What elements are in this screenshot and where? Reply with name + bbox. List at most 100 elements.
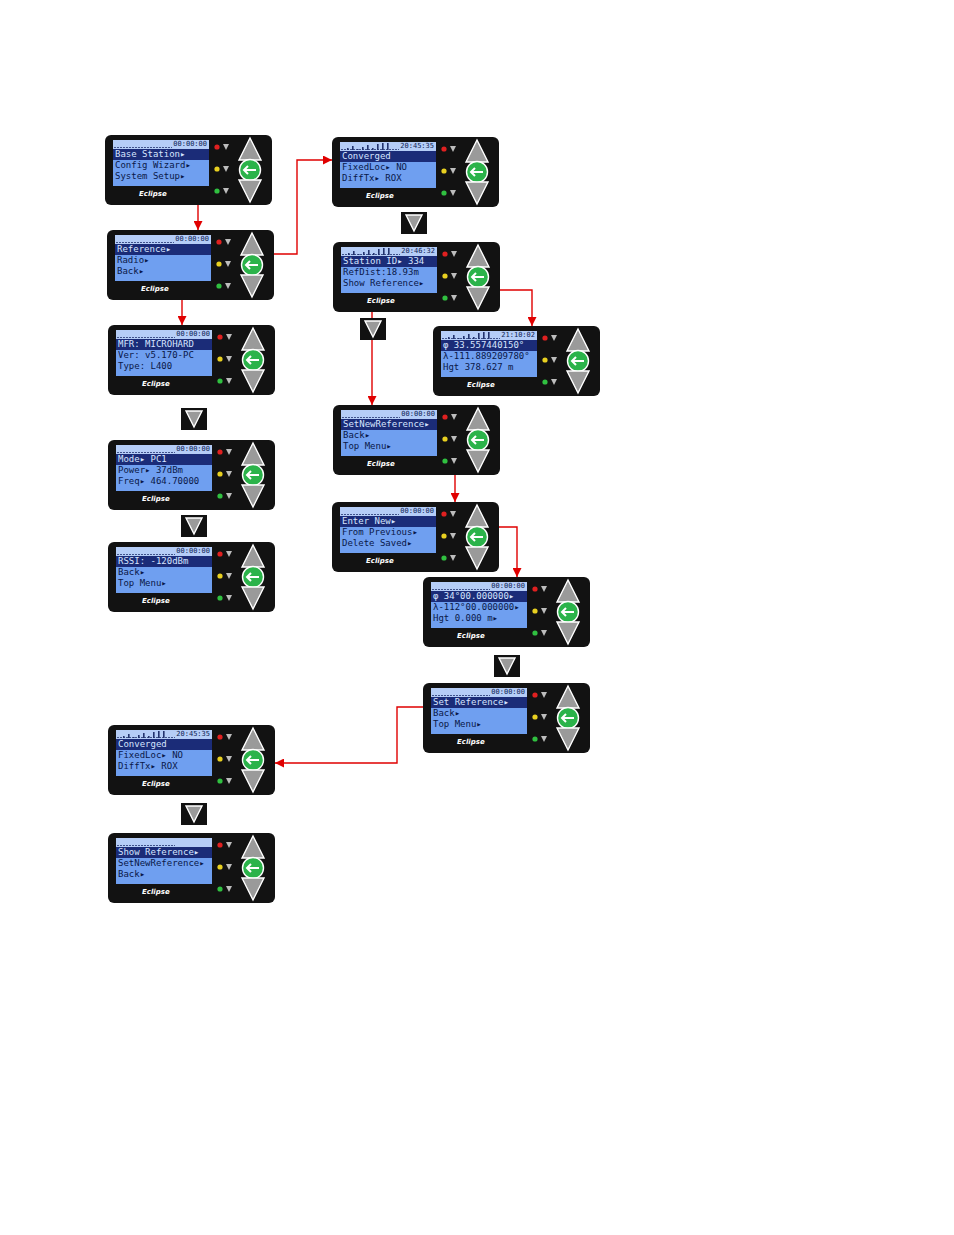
lcd-screen: 00:00:00φ 34°00.000000▸λ-112°00.000000▸H… bbox=[431, 582, 527, 628]
enter-button bbox=[240, 160, 261, 181]
status-bar: 00:00:00 bbox=[116, 330, 212, 339]
clock-time: 00:00:00 bbox=[176, 330, 210, 338]
led-icon bbox=[223, 144, 229, 150]
menu-item: Top Menu▸ bbox=[341, 441, 437, 452]
device-display-panel: 20:46:32Station ID▸ 334RefDist:18.93mSho… bbox=[333, 242, 500, 312]
status-led bbox=[442, 251, 447, 256]
led-icon bbox=[450, 511, 456, 517]
menu-item: Back▸ bbox=[431, 708, 527, 719]
brand-logo: Eclipse bbox=[142, 597, 170, 605]
clock-time: 00:00:00 bbox=[176, 445, 210, 453]
status-led bbox=[542, 335, 547, 340]
led-icon bbox=[541, 608, 547, 614]
led-icon bbox=[541, 586, 547, 592]
menu-item: Config Wizard▸ bbox=[113, 160, 209, 171]
flow-arrow bbox=[274, 160, 332, 254]
enter-arrow bbox=[246, 261, 258, 269]
brand-logo: Eclipse bbox=[141, 285, 169, 293]
up-button bbox=[557, 580, 579, 602]
led-icon bbox=[226, 493, 232, 499]
status-led bbox=[217, 886, 222, 891]
down-button-icon bbox=[360, 318, 386, 340]
enter-button bbox=[467, 162, 488, 183]
flow-arrow bbox=[500, 290, 532, 326]
down-button bbox=[557, 728, 579, 750]
enter-button bbox=[243, 465, 264, 486]
status-led bbox=[442, 458, 447, 463]
down-button-icon bbox=[181, 803, 207, 825]
status-graphic bbox=[432, 688, 492, 697]
device-display-panel: 00:00:00Mode▸ PC1Power▸ 37dBmFreq▸ 464.7… bbox=[108, 440, 275, 510]
status-bar: 20:46:32 bbox=[341, 247, 437, 256]
status-led bbox=[441, 146, 446, 151]
status-graphic bbox=[117, 838, 177, 847]
status-led bbox=[532, 630, 537, 635]
clock-time: 20:46:32 bbox=[401, 247, 435, 255]
status-led bbox=[217, 756, 222, 761]
status-graphic bbox=[341, 507, 401, 516]
brand-logo: Eclipse bbox=[366, 192, 394, 200]
device-display-panel: 20:45:35ConvergedFixedLoc▸ NODiffTx▸ ROX… bbox=[108, 725, 275, 795]
enter-arrow bbox=[247, 356, 259, 364]
status-led bbox=[217, 356, 222, 361]
menu-item: Back▸ bbox=[341, 430, 437, 441]
status-led bbox=[217, 334, 222, 339]
clock-time: 00:00:00 bbox=[175, 235, 209, 243]
menu-item: Top Menu▸ bbox=[116, 578, 212, 589]
menu-item: Type: L400 bbox=[116, 361, 212, 372]
status-bar: 00:00:00 bbox=[341, 410, 437, 419]
down-button bbox=[242, 770, 264, 792]
menu-item: MFR: MICROHARD bbox=[116, 339, 212, 350]
flow-arrow bbox=[499, 527, 517, 577]
status-led bbox=[441, 168, 446, 173]
lcd-screen: 00:00:00RSSI: -120dBmBack▸Top Menu▸ bbox=[116, 547, 212, 593]
clock-time: 00:00:00 bbox=[491, 582, 525, 590]
menu-item: FixedLoc▸ NO bbox=[340, 162, 436, 173]
enter-button bbox=[568, 351, 589, 372]
enter-button bbox=[242, 255, 263, 276]
status-bar: 21:10:02 bbox=[441, 331, 537, 340]
status-graphic bbox=[342, 410, 402, 419]
status-led bbox=[532, 736, 537, 741]
clock-time: 20:45:35 bbox=[176, 730, 210, 738]
status-graphic bbox=[117, 730, 177, 739]
led-icon bbox=[451, 273, 457, 279]
menu-item: Back▸ bbox=[116, 869, 212, 880]
status-led bbox=[532, 692, 537, 697]
led-icon bbox=[450, 555, 456, 561]
lcd-screen: 20:45:35ConvergedFixedLoc▸ NODiffTx▸ ROX bbox=[340, 142, 436, 188]
led-icon bbox=[451, 414, 457, 420]
led-icon bbox=[226, 334, 232, 340]
up-button bbox=[242, 836, 264, 858]
led-icon bbox=[226, 356, 232, 362]
brand-logo: Eclipse bbox=[142, 888, 170, 896]
brand-logo: Eclipse bbox=[467, 381, 495, 389]
led-icon bbox=[225, 239, 231, 245]
device-display-panel: 00:00:00Set Reference▸Back▸Top Menu▸Ecli… bbox=[423, 683, 590, 753]
led-icon bbox=[225, 261, 231, 267]
status-led bbox=[217, 449, 222, 454]
enter-button bbox=[558, 708, 579, 729]
led-icon bbox=[226, 595, 232, 601]
enter-arrow bbox=[562, 608, 574, 616]
led-icon bbox=[226, 864, 232, 870]
device-display-panel: 00:00:00MFR: MICROHARDVer: v5.170-PCType… bbox=[108, 325, 275, 395]
brand-logo: Eclipse bbox=[142, 780, 170, 788]
up-button bbox=[241, 233, 263, 255]
device-display-panel: 00:00:00RSSI: -120dBmBack▸Top Menu▸ Eclip… bbox=[108, 542, 275, 612]
led-icon bbox=[226, 756, 232, 762]
led-icon bbox=[226, 778, 232, 784]
brand-logo: Eclipse bbox=[142, 380, 170, 388]
menu-item: Converged bbox=[116, 739, 212, 750]
menu-item: Back▸ bbox=[116, 567, 212, 578]
enter-arrow bbox=[471, 168, 483, 176]
menu-item: Station ID▸ 334 bbox=[341, 256, 437, 267]
status-led bbox=[442, 273, 447, 278]
status-led bbox=[532, 586, 537, 591]
up-button bbox=[467, 408, 489, 430]
menu-item: φ 34°00.000000▸ bbox=[431, 591, 527, 602]
lcd-screen: 00:00:00Set Reference▸Back▸Top Menu▸ bbox=[431, 688, 527, 734]
enter-arrow bbox=[247, 756, 259, 764]
status-graphic bbox=[442, 331, 502, 340]
